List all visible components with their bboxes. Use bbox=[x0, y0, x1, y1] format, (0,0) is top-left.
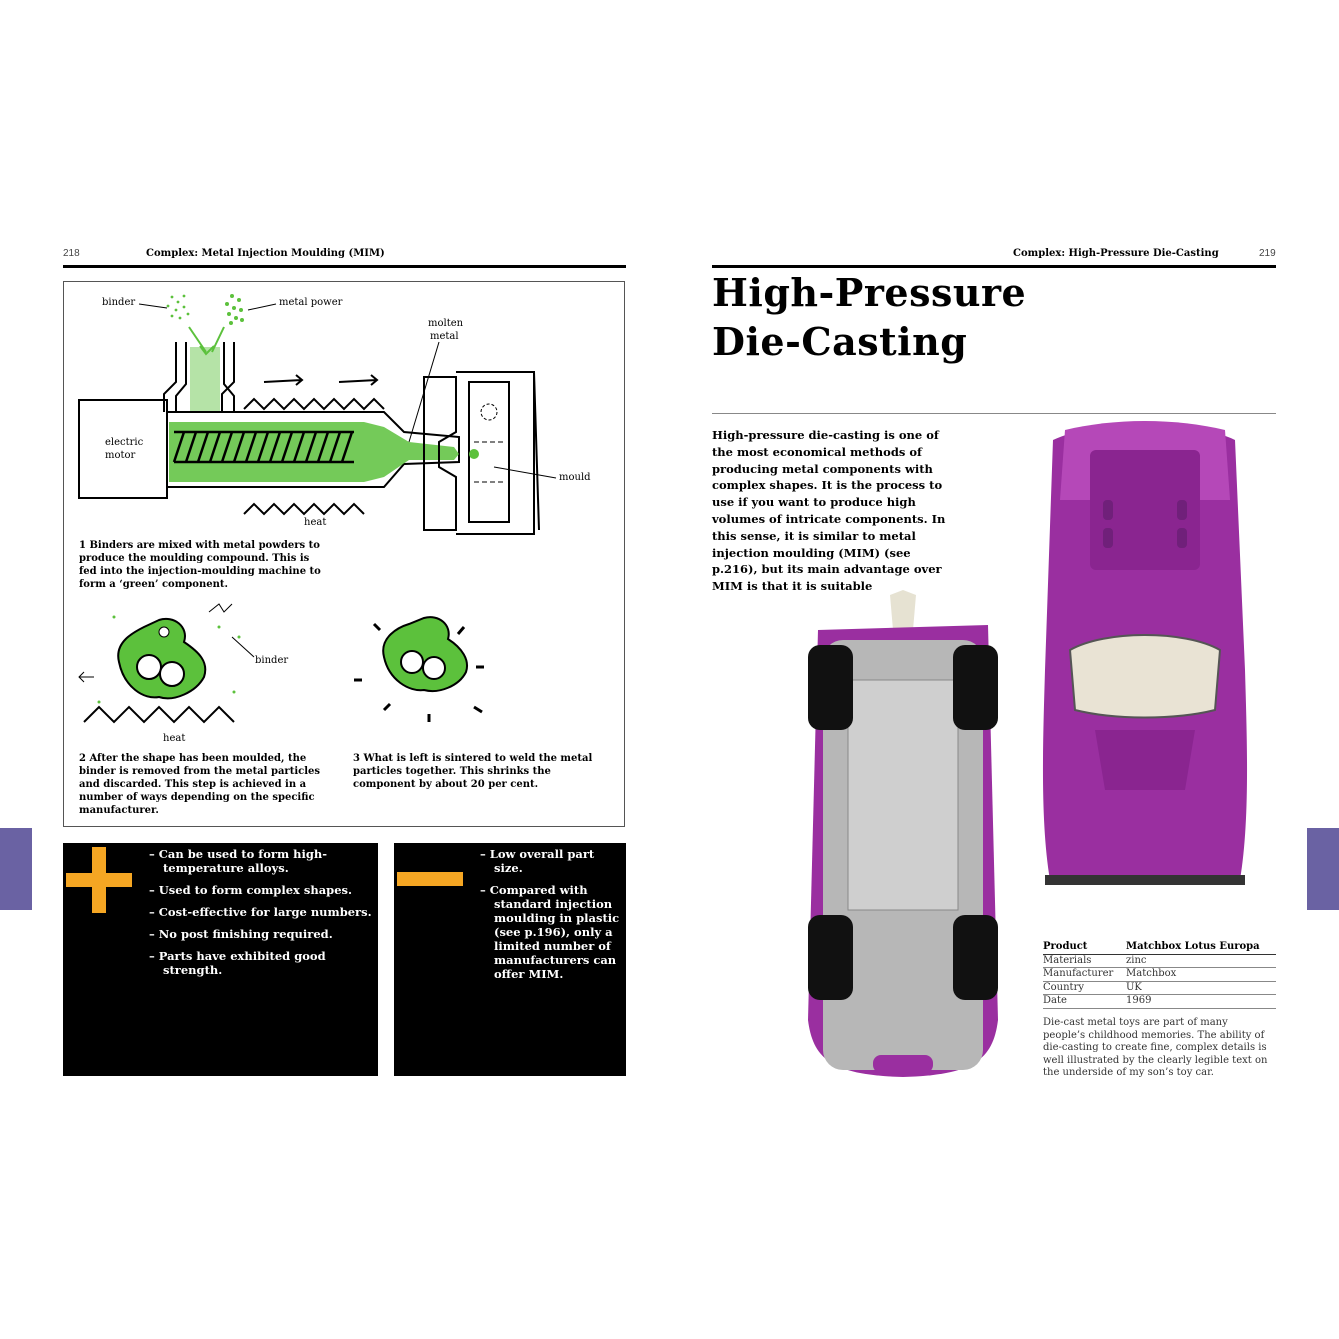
label-mould: mould bbox=[559, 472, 591, 483]
spec-key: Date bbox=[1043, 995, 1067, 1006]
spec-row: Date 1969 bbox=[1043, 995, 1276, 1009]
label-heat-1: heat bbox=[304, 517, 327, 528]
side-tab-left bbox=[0, 828, 32, 910]
car-top-photo bbox=[1042, 421, 1248, 885]
mim-diagram: binder metal power molten metal electric… bbox=[63, 281, 625, 827]
pro-item: – Parts have exhibited good strength. bbox=[149, 949, 326, 977]
intro-paragraph: High-pressure die-casting is one of the … bbox=[712, 428, 946, 594]
header-rule-left bbox=[63, 265, 626, 268]
pro-item: – Can be used to form high-temperature a… bbox=[149, 847, 328, 875]
spec-table: Product Matchbox Lotus Europa Materials zi… bbox=[1043, 941, 1276, 1009]
car-underside-photo bbox=[808, 590, 998, 1077]
minus-icon bbox=[397, 872, 463, 886]
running-head-left: Complex: Metal Injection Moulding (MIM) bbox=[146, 248, 385, 259]
title-line-2: Die-Casting bbox=[712, 319, 968, 364]
pros-box: – Can be used to form high-temperature a… bbox=[63, 843, 378, 1076]
label-molten-1: molten bbox=[428, 318, 464, 329]
label-binder: binder bbox=[102, 297, 136, 308]
step-1-caption: 1 Binders are mixed with metal powders t… bbox=[79, 540, 321, 590]
label-motor: motor bbox=[105, 450, 136, 461]
spec-key: Manufacturer bbox=[1043, 968, 1114, 979]
page-number-left: 218 bbox=[63, 248, 80, 259]
page-title: High-Pressure Die-Casting bbox=[712, 268, 1026, 366]
photo-caption: Die-cast metal toys are part of many peo… bbox=[1043, 1017, 1268, 1078]
spec-key: Materials bbox=[1043, 954, 1092, 966]
pro-item: – No post finishing required. bbox=[149, 927, 333, 941]
spec-value: zinc bbox=[1126, 954, 1147, 966]
label-heat-2: heat bbox=[163, 733, 186, 744]
cons-box: – Low overall part size. – Compared with… bbox=[394, 843, 626, 1076]
label-binder-2: binder bbox=[255, 655, 289, 666]
step-3-caption: 3 What is left is sintered to weld the m… bbox=[353, 753, 593, 790]
spec-key: Product bbox=[1043, 941, 1088, 952]
page-number-right: 219 bbox=[1259, 248, 1276, 259]
spec-row: Country UK bbox=[1043, 981, 1276, 995]
spec-row: Materials zinc bbox=[1043, 954, 1276, 968]
step-2-caption: 2 After the shape has been moulded, the … bbox=[79, 753, 321, 816]
spec-row: Manufacturer Matchbox bbox=[1043, 968, 1276, 982]
spec-value: Matchbox Lotus Europa bbox=[1126, 941, 1260, 952]
pro-item: – Cost-effective for large numbers. bbox=[149, 905, 372, 919]
cons-list: – Low overall part size. – Compared with… bbox=[480, 847, 622, 989]
con-item: – Compared with standard injection mould… bbox=[480, 883, 620, 981]
spec-key: Country bbox=[1043, 981, 1085, 993]
con-item: – Low overall part size. bbox=[480, 847, 595, 875]
mim-process-illustration bbox=[78, 294, 557, 724]
spec-value: Matchbox bbox=[1126, 968, 1177, 979]
title-rule bbox=[712, 413, 1276, 414]
label-metal-powder: metal power bbox=[279, 297, 343, 308]
side-tab-right bbox=[1307, 828, 1339, 910]
label-electric: electric bbox=[105, 437, 144, 448]
spec-value: 1969 bbox=[1126, 995, 1152, 1006]
header-rule-right bbox=[712, 265, 1276, 268]
title-line-1: High-Pressure bbox=[712, 270, 1027, 315]
pro-item: – Used to form complex shapes. bbox=[149, 883, 353, 897]
label-molten-2: metal bbox=[430, 331, 459, 342]
spec-row: Product Matchbox Lotus Europa bbox=[1043, 941, 1276, 955]
pros-list: – Can be used to form high-temperature a… bbox=[149, 847, 375, 985]
spec-value: UK bbox=[1126, 981, 1142, 993]
plus-icon bbox=[66, 847, 132, 913]
running-head-right: Complex: High-Pressure Die-Casting bbox=[1013, 248, 1219, 259]
